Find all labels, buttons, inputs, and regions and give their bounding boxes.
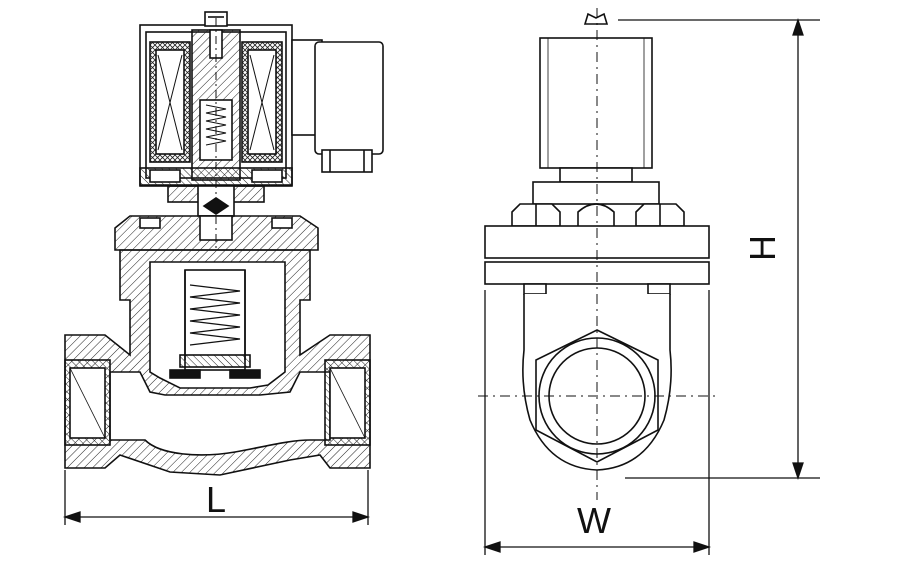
top-screw <box>583 12 609 25</box>
dimension-L <box>62 470 371 525</box>
section-view <box>64 11 384 476</box>
centerlines-right <box>478 8 715 500</box>
length-label: L <box>206 479 227 520</box>
dimension-W <box>482 290 712 555</box>
bonnet <box>114 185 319 251</box>
dimension-H <box>618 17 820 481</box>
height-label: H <box>742 235 783 261</box>
valve-body <box>64 249 371 476</box>
coil-cylinder <box>539 37 653 169</box>
coil-housing <box>139 11 293 187</box>
width-label: W <box>577 500 611 541</box>
electrical-connector <box>291 39 384 173</box>
